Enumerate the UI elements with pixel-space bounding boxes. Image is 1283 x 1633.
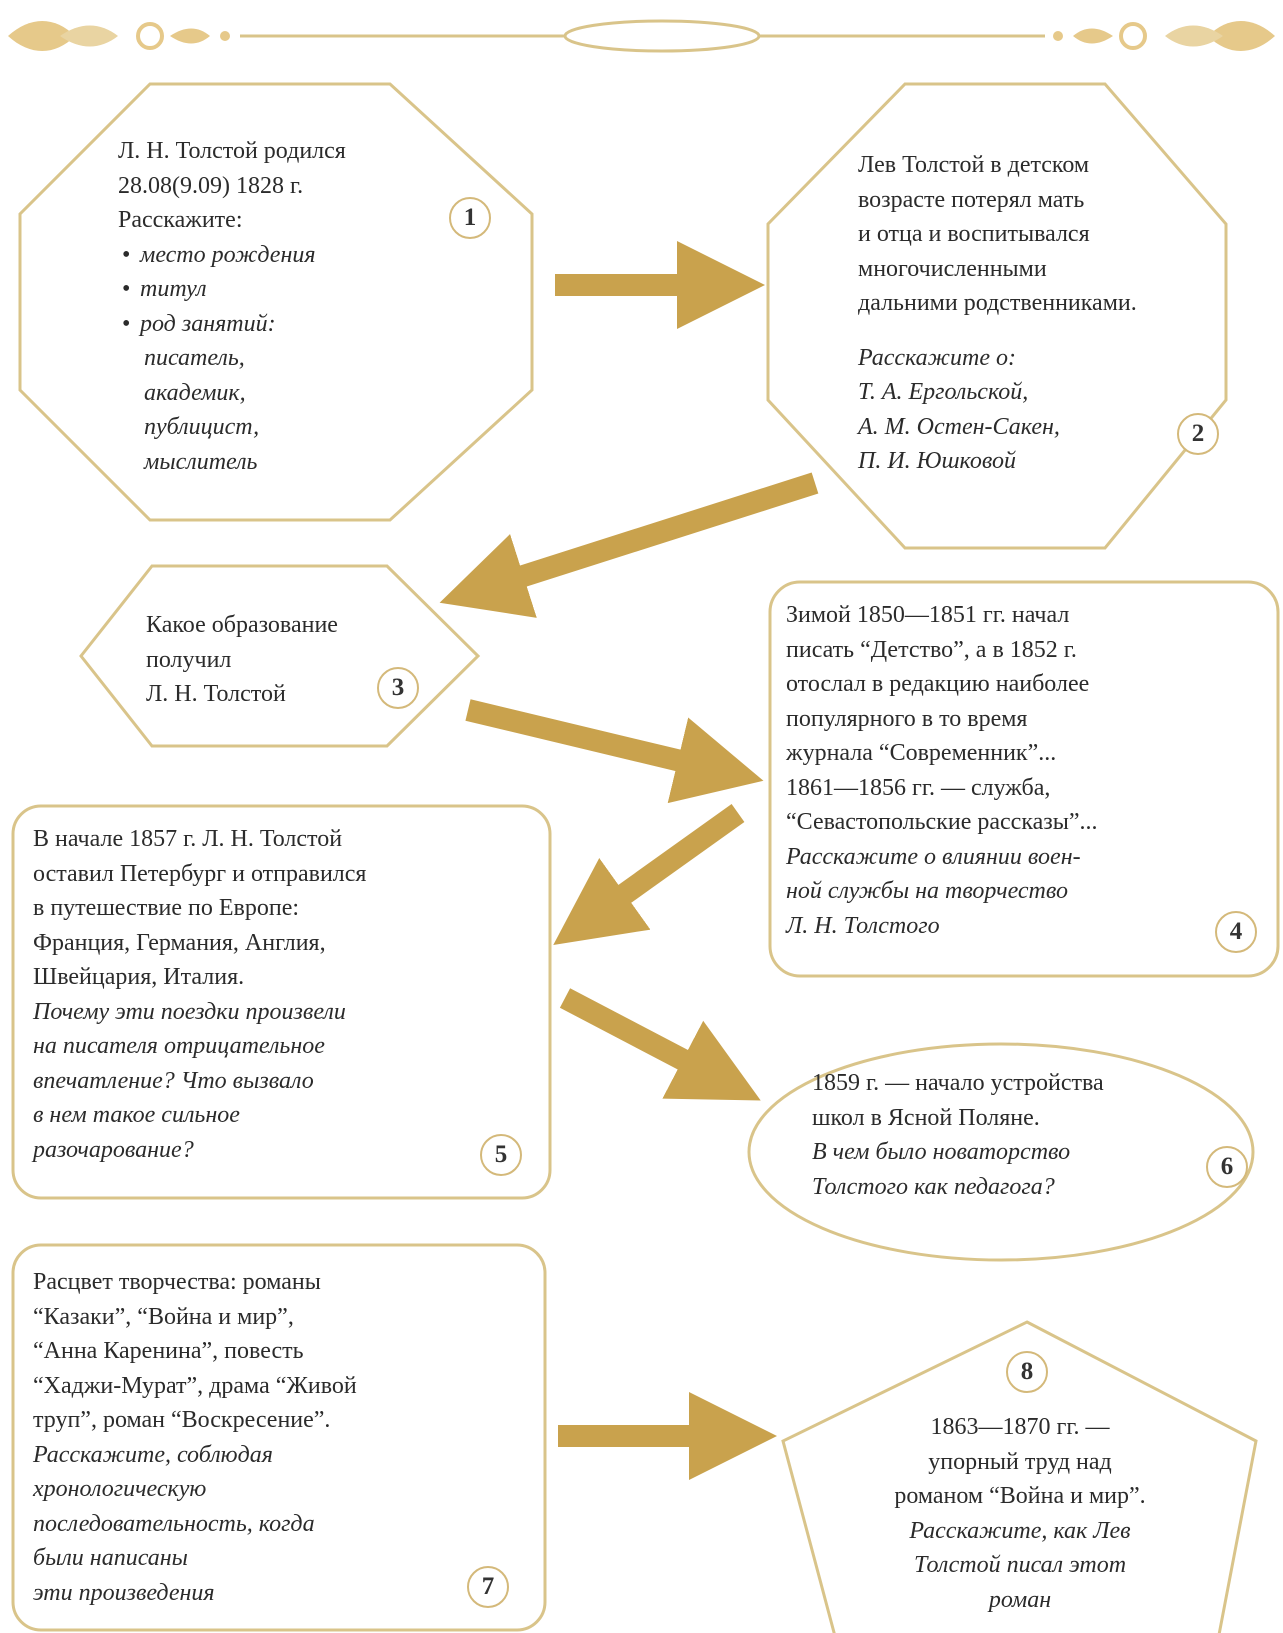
node-2-line: многочисленными — [858, 255, 1047, 282]
node-6-badge: 6 — [1206, 1146, 1248, 1188]
node-2-line: Лев Толстой в детском — [858, 152, 1090, 178]
node-8-line: упорный труд над — [928, 1448, 1112, 1475]
node-4-question: Л. Н. Толстого — [786, 912, 940, 939]
node-6-shape — [747, 1042, 1255, 1262]
node-5-question: впечатление? Что вызвало — [33, 1067, 314, 1094]
node-5: В начале 1857 г. Л. Н. Толстой оставил П… — [33, 822, 366, 1167]
node-4-question: ной службы на творчество — [786, 878, 1068, 904]
node-1-subitem: академик, — [144, 379, 246, 406]
node-5-line: в путешествие по Европе: — [33, 895, 300, 921]
arrow-3-to-4 — [465, 699, 764, 804]
node-6: 1859 г. — начало устройства школ в Ясной… — [812, 1066, 1104, 1204]
node-1-line: Расскажите: — [118, 207, 243, 233]
node-1-subitem: писатель, — [144, 345, 245, 371]
node-5-question: Почему эти поездки произвели — [33, 998, 346, 1025]
node-7-shape — [11, 1243, 547, 1632]
node-1-bullet: • род занятий: — [118, 307, 346, 342]
node-8-question: роман — [988, 1586, 1052, 1613]
node-8-question: Толстой писал этот — [913, 1552, 1127, 1578]
node-8-line: 1863—1870 гг. — — [930, 1414, 1110, 1440]
node-2-badge: 2 — [1177, 413, 1219, 455]
node-3-line: Л. Н. Толстой — [146, 681, 286, 707]
bullet-icon: • — [122, 241, 131, 268]
node-6-question: Толстого как педагога? — [812, 1173, 1055, 1200]
arrow-5-to-6 — [559, 988, 761, 1101]
node-1-line: 28.08(9.09) 1828 г. — [118, 172, 304, 199]
node-2-shape — [766, 82, 1228, 550]
arrows — [439, 241, 819, 1480]
node-1-bullet-text: место рождения — [140, 241, 316, 268]
node-2-question: А. М. Остен-Сакен, — [858, 413, 1060, 440]
node-8-badge: 8 — [1006, 1351, 1048, 1393]
node-1-bullet-text: род занятий: — [140, 310, 276, 337]
node-6-question: В чем было новаторство — [812, 1139, 1071, 1165]
node-3-line: Какое образование — [146, 612, 338, 638]
top-ornament — [8, 19, 1275, 53]
node-5-question: разочарование? — [33, 1136, 194, 1163]
node-3: Какое образование получил Л. Н. Толстой — [146, 608, 338, 712]
node-1-subitem: публицист, — [144, 414, 260, 440]
node-7-question: были написаны — [33, 1545, 188, 1571]
node-2-question: Т. А. Ергольской, — [858, 379, 1029, 405]
node-5-question: на писателя отрицательное — [33, 1033, 325, 1059]
node-3-badge: 3 — [377, 667, 419, 709]
node-7: Расцвет творчества: романы “Казаки”, “Во… — [33, 1265, 357, 1610]
node-7-line: “Казаки”, “Война и мир”, — [33, 1303, 294, 1330]
arrow-2-to-3 — [439, 472, 819, 618]
node-3-line: получил — [146, 646, 232, 673]
node-5-line: Франция, Германия, Англия, — [33, 929, 326, 956]
node-7-line: труп”, роман “Воскресение”. — [33, 1407, 331, 1433]
node-5-question: в нем такое сильное — [33, 1102, 240, 1128]
node-4-line: писать “Детство”, а в 1852 г. — [786, 636, 1077, 663]
node-7-line: Расцвет творчества: романы — [33, 1269, 321, 1295]
node-1-badge: 1 — [449, 197, 491, 239]
node-1-bullet: • место рождения — [118, 238, 346, 273]
node-4-line: отослал в редакцию наиболее — [786, 671, 1090, 697]
node-5-line: оставил Петербург и отправился — [33, 860, 367, 887]
node-4-line: Зимой 1850—1851 гг. начал — [786, 602, 1070, 628]
node-7-question: Расскажите, соблюдая — [33, 1441, 273, 1468]
node-7-question: эти произведения — [33, 1579, 215, 1606]
node-4-badge: 4 — [1215, 911, 1257, 953]
node-4-shape — [768, 580, 1280, 978]
node-7-line: “Хаджи-Мурат”, драма “Живой — [33, 1372, 357, 1399]
node-8-line: романом “Война и мир”. — [894, 1483, 1146, 1509]
node-6-line: 1859 г. — начало устройства — [812, 1070, 1104, 1096]
node-8-shape — [781, 1320, 1258, 1633]
node-8-question: Расскажите, как Лев — [909, 1517, 1131, 1544]
node-6-line: школ в Ясной Поляне. — [812, 1104, 1040, 1131]
node-4-line: “Севастопольские рассказы”... — [786, 809, 1098, 835]
node-7-question: хронологическую — [33, 1476, 207, 1502]
node-5-line: В начале 1857 г. Л. Н. Толстой — [33, 826, 343, 852]
node-8: 1863—1870 гг. — упорный труд над романом… — [840, 1410, 1200, 1617]
node-2-question: Расскажите о: — [858, 344, 1016, 371]
node-7-badge: 7 — [467, 1566, 509, 1608]
node-4: Зимой 1850—1851 гг. начал писать “Детств… — [786, 598, 1098, 943]
node-5-line: Швейцария, Италия. — [33, 964, 245, 990]
node-2-line: дальними родственниками. — [858, 290, 1137, 316]
node-2: Лев Толстой в детском возрасте потерял м… — [858, 148, 1137, 479]
node-1-bullet: • титул — [118, 272, 346, 307]
node-5-shape — [11, 804, 552, 1200]
node-2-line: возрасте потерял мать — [858, 186, 1085, 213]
node-1: Л. Н. Толстой родился 28.08(9.09) 1828 г… — [118, 134, 346, 479]
node-5-badge: 5 — [480, 1134, 522, 1176]
node-1-bullet-text: титул — [140, 276, 207, 302]
node-7-line: “Анна Каренина”, повесть — [33, 1338, 304, 1364]
node-4-question: Расскажите о влиянии воен- — [786, 843, 1081, 870]
node-7-question: последовательность, когда — [33, 1510, 315, 1537]
arrow-4-to-5 — [553, 804, 745, 945]
node-1-shape — [18, 82, 534, 522]
node-1-subitem: мыслитель — [144, 448, 258, 475]
node-4-line: журнала “Современник”... — [786, 740, 1057, 766]
node-2-line: и отца и воспитывался — [858, 221, 1090, 247]
bullet-icon: • — [122, 310, 131, 337]
node-3-shape — [79, 564, 481, 748]
node-1-line: Л. Н. Толстой родился — [118, 138, 346, 164]
bullet-icon: • — [122, 276, 131, 302]
node-2-question: П. И. Юшковой — [858, 448, 1016, 474]
node-4-line: 1861—1856 гг. — служба, — [786, 774, 1051, 801]
node-4-line: популярного в то время — [786, 705, 1028, 732]
